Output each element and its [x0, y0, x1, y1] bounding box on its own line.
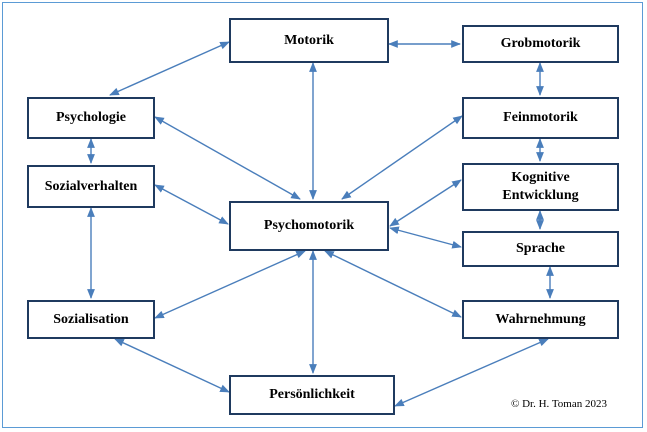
node-motorik: Motorik: [229, 18, 389, 63]
node-psychologie: Psychologie: [27, 97, 155, 139]
node-sprache: Sprache: [462, 231, 619, 267]
arrow-sozialverhalten-psychomotorik: [154, 184, 229, 225]
node-psychomotorik: Psychomotorik: [229, 201, 389, 251]
node-sozialisation: Sozialisation: [27, 300, 155, 339]
arrow-psychomotorik-sprache: [389, 226, 462, 249]
node-grobmotorik: Grobmotorik: [462, 25, 619, 63]
arrow-persoenlichkeit-wahrnehmung: [394, 338, 549, 407]
outer-frame: [2, 2, 643, 428]
arrow-feinmotorik-psychomotorik: [341, 115, 463, 200]
node-persoenlichkeit: Persönlichkeit: [229, 375, 395, 415]
node-sozialverhalten: Sozialverhalten: [27, 165, 155, 208]
arrow-sozialisation-persoenlichkeit: [114, 338, 230, 393]
arrow-motorik-psychologie: [109, 41, 230, 96]
arrow-psychologie-psychomotorik: [154, 116, 301, 200]
arrow-psychomotorik-wahrnehmung: [324, 250, 462, 318]
arrow-psychomotorik-sozialisation: [154, 250, 306, 319]
copyright-notice: © Dr. H. Toman 2023: [511, 398, 607, 410]
node-wahrnehmung: Wahrnehmung: [462, 300, 619, 339]
node-feinmotorik: Feinmotorik: [462, 97, 619, 139]
node-kognitive-entwicklung: Kognitive Entwicklung: [462, 163, 619, 211]
arrow-kognitive-psychomotorik: [389, 179, 462, 227]
